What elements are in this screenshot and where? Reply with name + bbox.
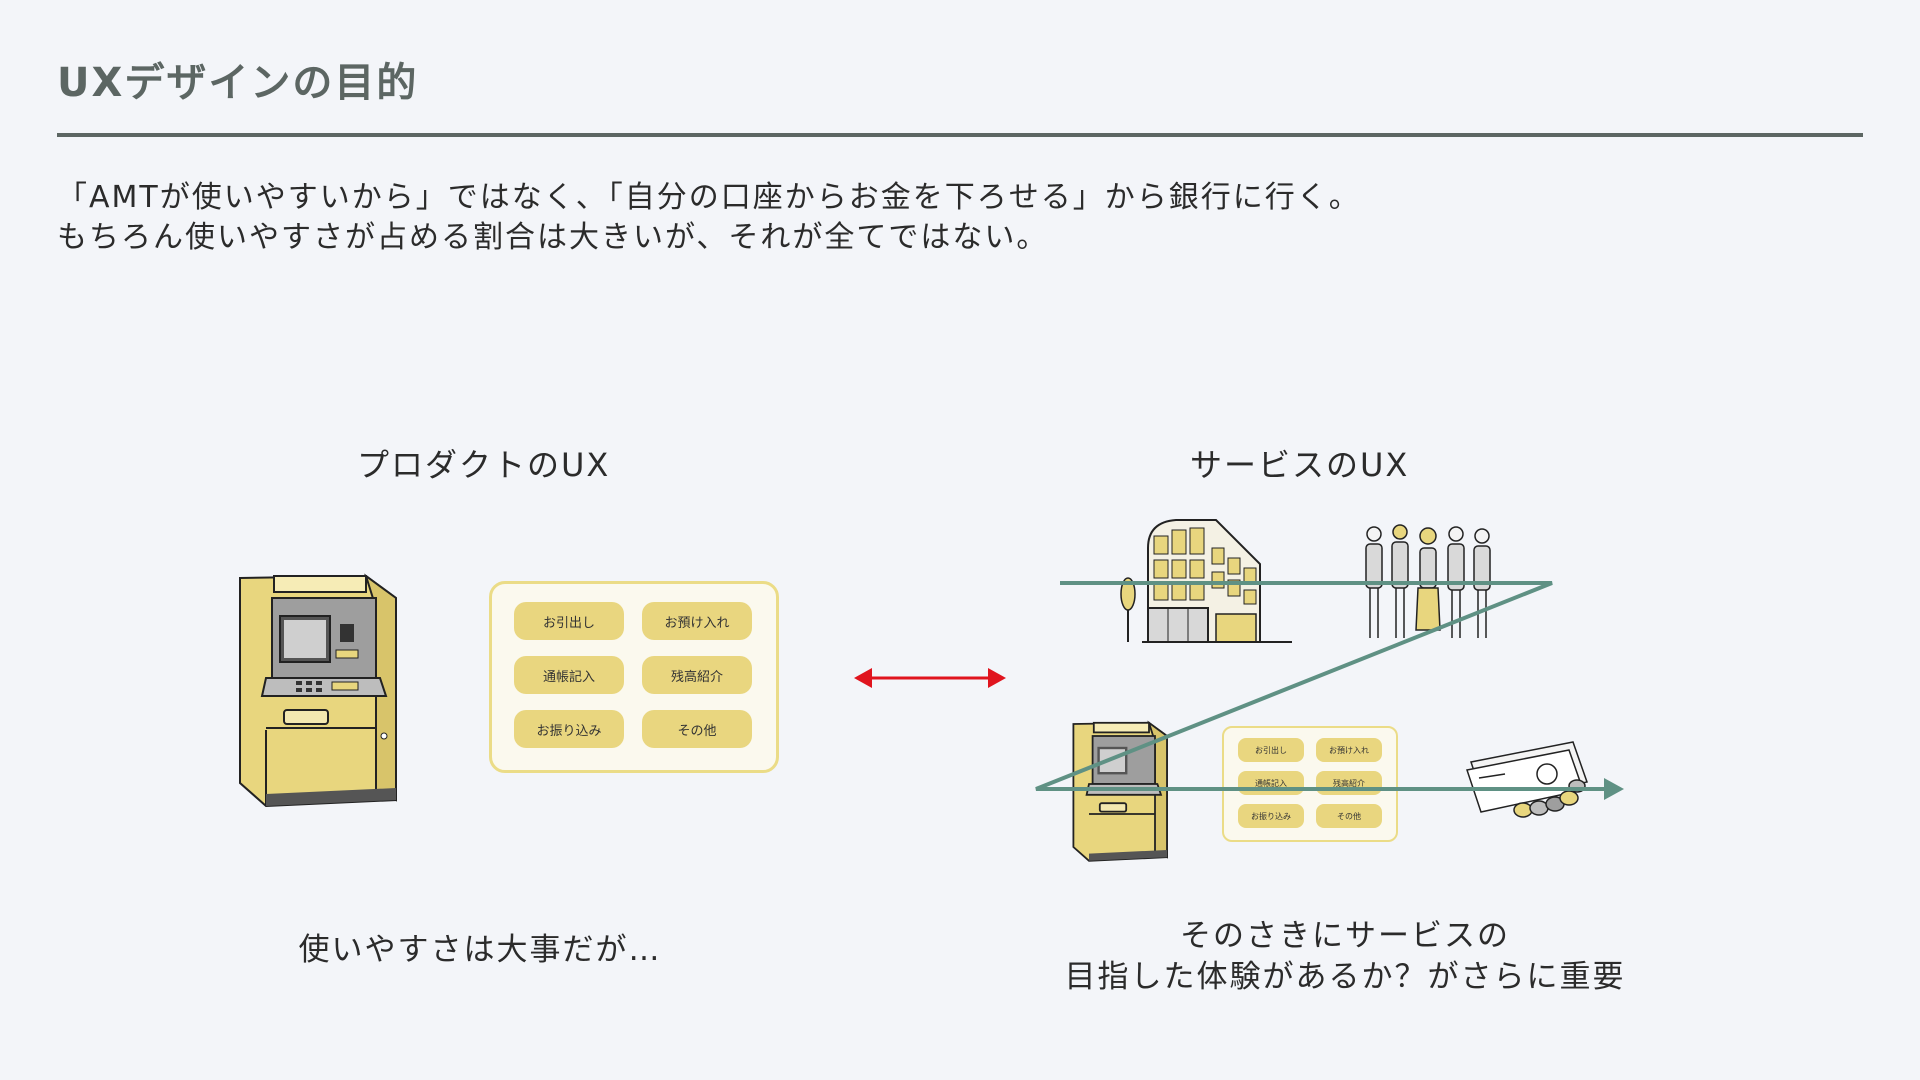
product-ux-caption: 使いやすさは大事だが…: [298, 932, 662, 968]
atm-icon: [239, 573, 397, 808]
intro-text: 「AMTが使いやすいから」ではなく、「自分の口座からお金を下ろせる」から銀行に行…: [57, 178, 1361, 258]
small-menu-transfer-button[interactable]: お振り込み: [1238, 804, 1304, 828]
small-menu-withdraw-button[interactable]: お引出し: [1238, 738, 1304, 762]
atm-icon: [1072, 720, 1168, 862]
intro-line-1: 「AMTが使いやすいから」ではなく、「自分の口座からお金を下ろせる」から銀行に行…: [57, 180, 1361, 215]
menu-deposit-button[interactable]: お預け入れ: [642, 602, 752, 640]
title-divider: [57, 133, 1863, 137]
menu-transfer-button[interactable]: お振り込み: [514, 710, 624, 748]
small-menu-deposit-button[interactable]: お預け入れ: [1316, 738, 1382, 762]
product-menu-panel: お引出し お預け入れ 通帳記入 残高紹介 お振り込み その他: [489, 581, 779, 773]
intro-line-2: もちろん使いやすさが占める割合は大きいが、それが全てではない。: [57, 220, 1049, 255]
menu-balance-button[interactable]: 残高紹介: [642, 656, 752, 694]
service-ux-caption: そのさきにサービスの 目指した体験があるか？がさらに重要: [1010, 916, 1680, 998]
service-caption-line-1: そのさきにサービスの: [1180, 918, 1510, 954]
people-queue-icon: [1365, 524, 1491, 638]
menu-passbook-button[interactable]: 通帳記入: [514, 656, 624, 694]
page-title: UXデザインの目的: [57, 60, 419, 106]
menu-other-button[interactable]: その他: [642, 710, 752, 748]
menu-withdraw-button[interactable]: お引出し: [514, 602, 624, 640]
bank-building-icon: [1120, 519, 1292, 643]
double-arrow-icon: [854, 668, 1006, 688]
service-ux-heading: サービスのUX: [1190, 446, 1410, 484]
service-caption-line-2: 目指した体験があるか？がさらに重要: [1064, 959, 1626, 995]
service-menu-panel: お引出し お預け入れ 通帳記入 残高紹介 お振り込み その他: [1222, 726, 1398, 842]
flow-arrow-icon: [1035, 581, 1624, 800]
product-ux-heading: プロダクトのUX: [357, 446, 611, 484]
small-menu-other-button[interactable]: その他: [1316, 804, 1382, 828]
